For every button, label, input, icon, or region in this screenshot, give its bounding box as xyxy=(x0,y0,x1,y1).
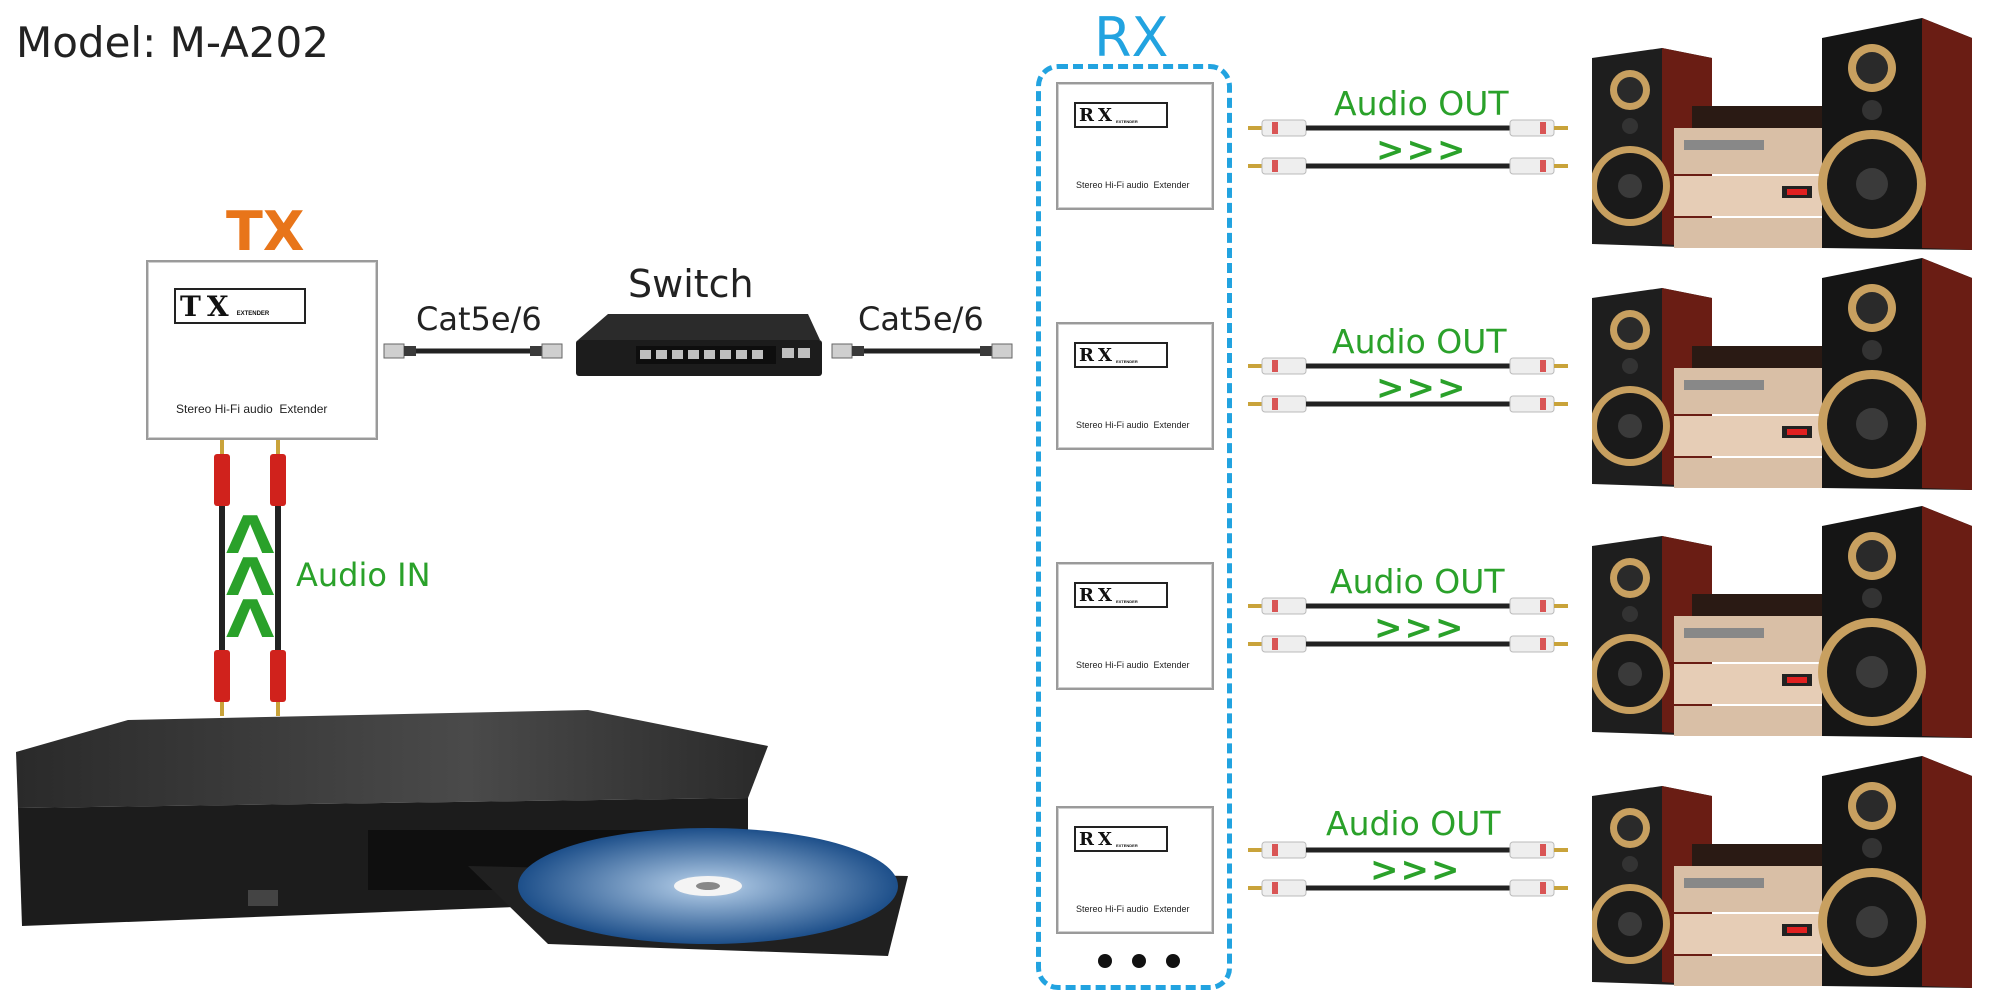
rx-logo-text: RX xyxy=(1079,828,1116,850)
audio-out-label: Audio OUT xyxy=(1330,562,1505,601)
blu-ray-player-icon xyxy=(16,710,908,956)
audio-out-cables xyxy=(1248,119,1568,897)
speaker-system-icon xyxy=(1592,756,1972,988)
ethernet-cable-left-icon xyxy=(383,343,563,359)
rx-logo: RX EXTENDER xyxy=(1074,102,1168,128)
tx-subtitle: Stereo Hi-Fi audio Extender xyxy=(176,402,328,416)
audio-out-label: Audio OUT xyxy=(1334,84,1509,123)
rx-subtitle: Stereo Hi-Fi audio Extender xyxy=(1076,420,1190,430)
tx-logo-text: TX xyxy=(180,289,235,323)
rca-cable-right-icon xyxy=(270,440,286,716)
rca-cable-left-icon xyxy=(214,440,230,716)
right-arrows: >>> xyxy=(1374,608,1466,648)
rca-cable-pair-icon xyxy=(1248,119,1568,175)
up-arrow-icon: Λ xyxy=(225,548,275,608)
rx-logo-small: EXTENDER xyxy=(1115,842,1138,848)
rca-cable-pair-icon xyxy=(1248,357,1568,413)
network-switch-icon xyxy=(576,314,822,376)
cable-left-label: Cat5e/6 xyxy=(416,300,542,338)
rx-title: RX xyxy=(1094,6,1169,69)
right-arrows: >>> xyxy=(1376,130,1468,170)
rx-logo: RX EXTENDER xyxy=(1074,826,1168,852)
rx-logo-text: RX xyxy=(1079,344,1116,366)
speaker-systems xyxy=(1592,18,1972,988)
tx-title: TX xyxy=(226,200,305,263)
speaker-system-icon xyxy=(1592,506,1972,738)
rx-subtitle: Stereo Hi-Fi audio Extender xyxy=(1076,904,1190,914)
audio-in-label: Audio IN xyxy=(296,556,431,594)
rx-group-border xyxy=(1036,64,1232,990)
network-diagram xyxy=(383,314,1013,376)
rca-cable-pair-icon xyxy=(1248,597,1568,653)
right-arrows: >>> xyxy=(1376,368,1468,408)
rx-logo-text: RX xyxy=(1079,584,1116,606)
rx-logo-small: EXTENDER xyxy=(1115,358,1138,364)
rx-logo: RX EXTENDER xyxy=(1074,342,1168,368)
rx-subtitle: Stereo Hi-Fi audio Extender xyxy=(1076,180,1190,190)
audio-out-label: Audio OUT xyxy=(1326,804,1501,843)
rx-logo-small: EXTENDER xyxy=(1115,118,1138,124)
audio-out-label: Audio OUT xyxy=(1332,322,1507,361)
tx-logo-small: EXTENDER xyxy=(236,311,270,317)
rx-extender-box: RX EXTENDER Stereo Hi-Fi audio Extender xyxy=(1056,562,1214,690)
audio-in-cables xyxy=(214,440,286,716)
rx-extender-box: RX EXTENDER Stereo Hi-Fi audio Extender xyxy=(1056,322,1214,450)
tx-logo: TX EXTENDER xyxy=(174,288,306,324)
more-dot-icon xyxy=(1132,954,1146,968)
rx-logo: RX EXTENDER xyxy=(1074,582,1168,608)
ethernet-cable-right-icon xyxy=(831,343,1013,359)
tx-extender-box: TX EXTENDER Stereo Hi-Fi audio Extender xyxy=(146,260,378,440)
up-arrow-icon: Λ xyxy=(225,506,275,566)
model-label: Model: M-A202 xyxy=(16,18,329,67)
speaker-system-icon xyxy=(1592,18,1972,250)
cable-right-label: Cat5e/6 xyxy=(858,300,984,338)
more-dot-icon xyxy=(1166,954,1180,968)
up-arrow-icon: Λ xyxy=(225,590,275,650)
rx-logo-text: RX xyxy=(1079,104,1116,126)
speaker-system-icon xyxy=(1592,258,1972,490)
rx-extender-box: RX EXTENDER Stereo Hi-Fi audio Extender xyxy=(1056,82,1214,210)
more-dot-icon xyxy=(1098,954,1112,968)
switch-label: Switch xyxy=(628,262,754,306)
rx-logo-small: EXTENDER xyxy=(1115,598,1138,604)
rca-cable-pair-icon xyxy=(1248,841,1568,897)
rx-extender-box: RX EXTENDER Stereo Hi-Fi audio Extender xyxy=(1056,806,1214,934)
rx-subtitle: Stereo Hi-Fi audio Extender xyxy=(1076,660,1190,670)
right-arrows: >>> xyxy=(1370,850,1462,890)
